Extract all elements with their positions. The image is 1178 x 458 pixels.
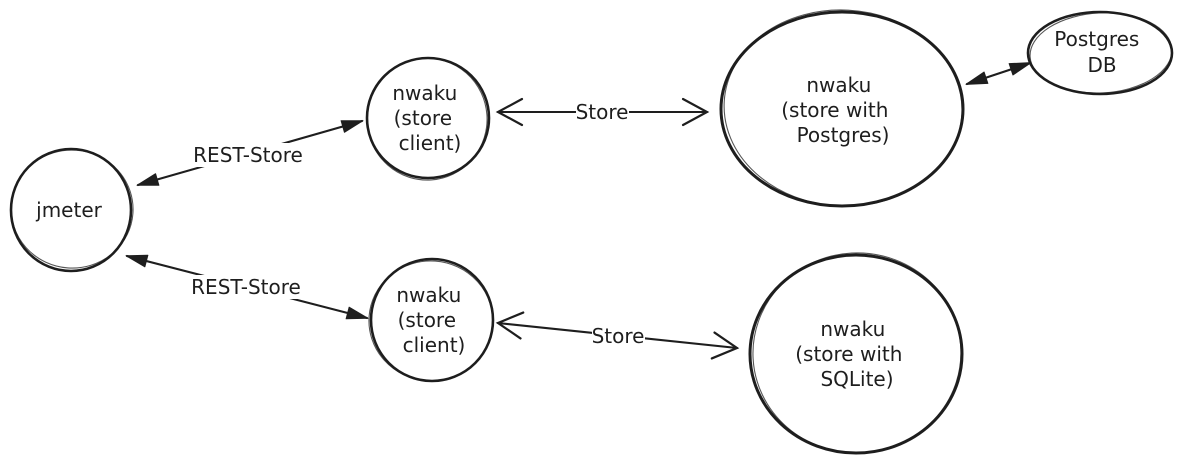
svg-text:nwaku (store with: nwaku (store with SQLite) — [795, 317, 909, 391]
node-label-line: nwaku — [806, 73, 871, 97]
svg-text:nwaku (store clien: nwaku (store client) — [396, 283, 467, 357]
edge-store-top: Store — [495, 97, 710, 127]
edge-postgres-db-link — [965, 61, 1032, 86]
node-label-line: nwaku — [392, 81, 457, 105]
svg-text:nwaku (store with: nwaku (store with Postgres) — [781, 73, 895, 147]
edge-label-rest-store-bottom: REST-Store — [191, 275, 301, 299]
edge-label-store-bottom: Store — [592, 324, 645, 348]
edge-label-bg — [592, 325, 645, 347]
node-label-line: DB — [1087, 53, 1116, 77]
node-label-line: SQLite) — [820, 367, 893, 391]
edge-store-bottom: Store — [495, 311, 740, 360]
node-jmeter: jmeter — [9, 147, 134, 273]
edge-label-bg — [186, 275, 308, 299]
node-label-line: nwaku — [820, 317, 885, 341]
edge-label-store-top: Store — [576, 100, 629, 124]
arrow-line — [965, 61, 1032, 86]
sketch-stroke — [1029, 12, 1173, 94]
edge-rest-store-bottom: REST-Store — [125, 254, 369, 320]
node-label-line: (store with — [781, 98, 888, 122]
edge-label-rest-store-top: REST-Store — [193, 143, 303, 167]
node-label-line: Postgres) — [797, 123, 890, 147]
sketch-stroke — [366, 57, 488, 181]
node-label-line: jmeter — [35, 198, 102, 222]
svg-text:jmeter: jmeter — [35, 198, 102, 222]
node-nwaku-store-client-bottom: nwaku (store client) — [368, 257, 495, 383]
node-label-line: (store — [394, 106, 452, 130]
edge-rest-store-top: REST-Store — [136, 119, 364, 187]
sketch-stroke — [368, 260, 494, 382]
node-label-line: Postgres — [1054, 27, 1139, 51]
node-label-line: client) — [403, 333, 466, 357]
node-nwaku-store-with-postgres: nwaku (store with Postgres) — [719, 9, 965, 208]
sketch-stroke — [752, 252, 962, 454]
sketch-stroke — [723, 9, 963, 207]
node-postgres-db: Postgres DB — [1026, 10, 1174, 96]
node-label-line: (store — [398, 308, 456, 332]
svg-text:nwaku (store clien: nwaku (store client) — [392, 81, 463, 155]
node-label-line: (store with — [795, 342, 902, 366]
edge-label-bg — [576, 101, 629, 123]
node-nwaku-store-client-top: nwaku (store client) — [365, 56, 491, 181]
node-label-line: client) — [399, 131, 462, 155]
svg-text:Postgres DB: Postgres DB — [1054, 27, 1145, 77]
node-label-line: nwaku — [396, 283, 461, 307]
sketch-stroke — [10, 149, 134, 269]
edge-label-bg — [188, 143, 310, 167]
node-nwaku-store-with-sqlite: nwaku (store with SQLite) — [748, 252, 964, 455]
